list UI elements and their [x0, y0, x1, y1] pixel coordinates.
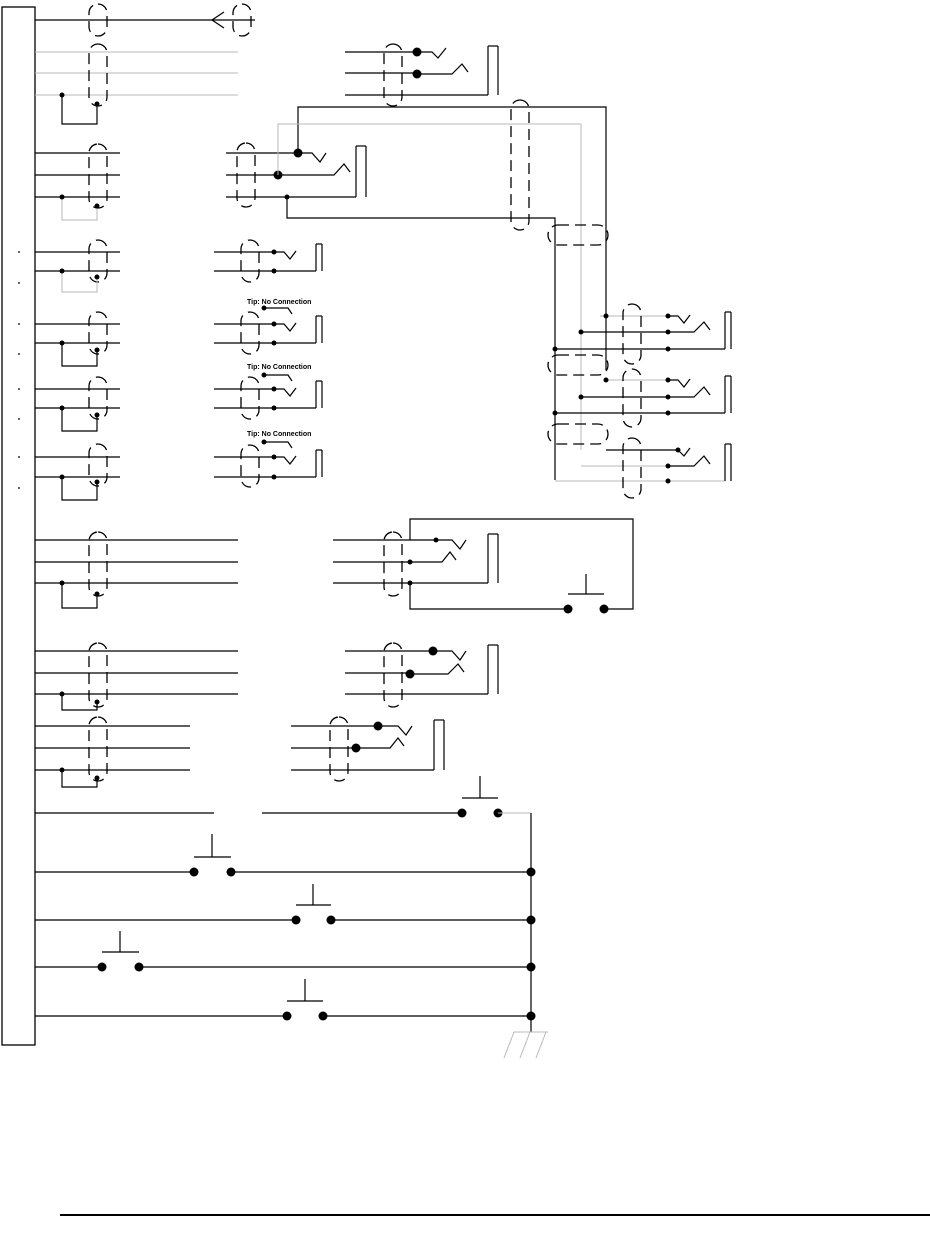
jack-g: [333, 519, 633, 614]
jack-i: [291, 717, 444, 781]
cable-row-1: [35, 4, 255, 36]
cable-group-b: [35, 144, 120, 220]
cable-group-i: [35, 717, 190, 787]
tip-label-3: Tip: No Connection: [247, 431, 311, 438]
cable-group-c: [35, 240, 120, 292]
trunk-shield-1: [511, 100, 529, 230]
tip-label-2: Tip: No Connection: [247, 364, 311, 371]
jack-f: Tip: No Connection: [214, 431, 322, 487]
jack-h: [345, 643, 498, 707]
switch-ladder: [35, 776, 548, 1058]
right-jack-cluster: [548, 304, 731, 498]
cable-group-h: [35, 643, 238, 710]
cable-group-f: [35, 444, 120, 500]
cable-group-d: [35, 312, 120, 366]
jack-d: Tip: No Connection: [214, 299, 322, 354]
jack-e: Tip: No Connection: [214, 364, 322, 419]
cable-group-a: [35, 44, 238, 124]
footer-rule: [60, 1214, 930, 1216]
tip-label-1: Tip: No Connection: [247, 299, 311, 306]
cable-group-e: [35, 377, 120, 431]
jack-b: [226, 107, 606, 480]
cable-group-g: [35, 532, 238, 608]
trunk-shield-2: [548, 225, 608, 245]
jack-c: [214, 240, 322, 282]
connector-bar: [2, 7, 35, 1045]
jack-a: [345, 44, 498, 106]
